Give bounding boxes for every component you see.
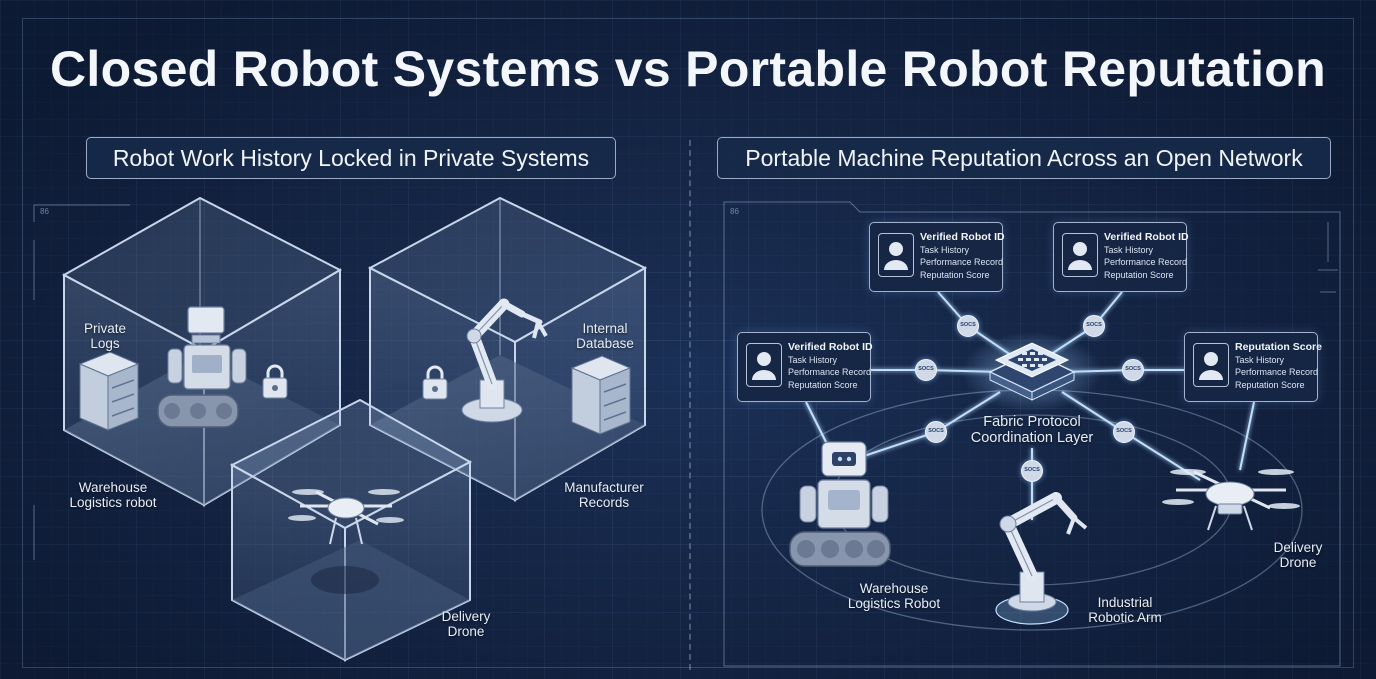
drone-icon: [288, 489, 404, 545]
network-node: SOCS: [1113, 421, 1135, 443]
page-title: Closed Robot Systems vs Portable Robot R…: [50, 41, 1326, 97]
padlock-icon: [262, 364, 288, 399]
network-node: SOCS: [957, 315, 979, 337]
hub-platform: [962, 332, 1102, 412]
network-node: SOCS: [915, 359, 937, 381]
right-hud-frame: [723, 201, 1341, 667]
robot-id-card: Verified Robot ID Task History Performan…: [1053, 222, 1189, 292]
database-rack-icon: [570, 355, 632, 435]
warehouse-robot-right-icon: [789, 441, 891, 567]
hud-readout-left: 86: [40, 207, 49, 216]
user-avatar-icon: [1062, 233, 1098, 277]
closed-systems-illustration: [33, 196, 648, 662]
network-node: SOCS: [1021, 460, 1043, 482]
network-node: SOCS: [1083, 315, 1105, 337]
outer-frame: [22, 18, 1354, 668]
delivery-drone-right-icon: [1162, 469, 1300, 531]
robot-id-card: Verified Robot ID Task History Performan…: [737, 332, 873, 402]
network-node: SOCS: [1122, 359, 1144, 381]
panel-divider: [689, 140, 691, 670]
left-panel-header: Robot Work History Locked in Private Sys…: [86, 137, 616, 179]
user-avatar-icon: [1193, 343, 1229, 387]
network-node: SOCS: [925, 421, 947, 443]
industrial-arm-right-icon: [995, 492, 1088, 625]
server-rack-icon: [78, 351, 140, 431]
reputation-score-card: Reputation Score Task History Performanc…: [1184, 332, 1322, 402]
warehouse-robot-icon: [157, 306, 247, 428]
robotic-arm-icon: [461, 298, 548, 423]
right-panel-header: Portable Machine Reputation Across an Op…: [717, 137, 1331, 179]
hud-readout-right: 86: [730, 207, 739, 216]
padlock-icon-2: [422, 365, 448, 400]
user-avatar-icon: [746, 343, 782, 387]
robot-id-card: Verified Robot ID Task History Performan…: [869, 222, 1005, 292]
user-avatar-icon: [878, 233, 914, 277]
glass-box-drone: [229, 398, 473, 662]
left-hud-bracket: [33, 204, 130, 560]
